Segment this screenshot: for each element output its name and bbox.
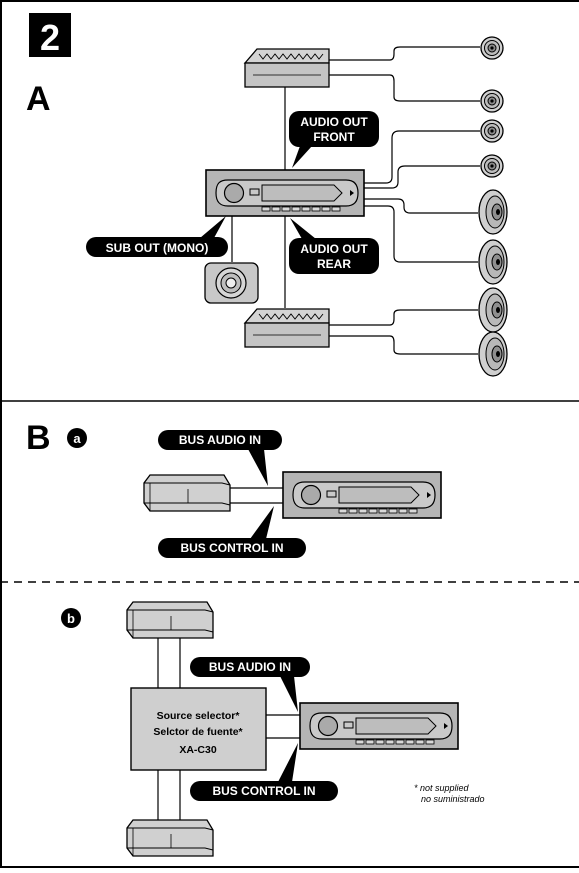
selector-line1: Source selector* [157,710,241,722]
tweeter-speaker-icon [480,154,504,178]
bus-control-in-label-b: BUS CONTROL IN [190,743,338,801]
selector-line2: Selctor de fuente* [153,726,243,738]
bus-audio-in-text-b: BUS AUDIO IN [209,660,291,674]
bus-audio-in-text-a: BUS AUDIO IN [179,433,261,447]
badge-a: a [67,428,87,448]
audio-out-rear-line1: AUDIO OUT [300,242,368,256]
car-stereo-unit-icon [282,471,442,519]
figure-number: 2 [40,17,60,58]
amplifier-icon [244,48,330,88]
badge-a-text: a [73,431,81,446]
figure-number-badge: 2 [29,13,71,58]
section-a-wires [231,46,480,355]
section-bb-wires [157,638,300,820]
car-stereo-unit-icon [205,169,365,217]
section-a-letter: A [26,80,51,118]
oval-speaker-icon [478,239,508,285]
audio-out-rear-label: AUDIO OUT REAR [289,218,379,274]
car-stereo-unit-icon [299,702,459,750]
bus-control-in-text-a: BUS CONTROL IN [180,541,283,555]
selector-line3: XA-C30 [179,744,217,756]
badge-b: b [61,608,81,628]
bus-audio-in-label-b: BUS AUDIO IN [190,657,310,712]
audio-out-front-line1: AUDIO OUT [300,115,368,129]
bus-audio-in-label-a: BUS AUDIO IN [158,430,282,486]
oval-speaker-icon [478,287,508,333]
subwoofer-icon [204,262,259,304]
cd-changer-icon [143,474,231,512]
badge-b-text: b [67,611,75,626]
audio-out-front-label: AUDIO OUT FRONT [289,111,379,168]
cd-changer-icon [126,819,214,857]
sub-out-text: SUB OUT (MONO) [106,241,209,255]
section-b-letter: B [26,419,51,457]
source-selector-box: Source selector* Selctor de fuente* XA-C… [130,687,267,771]
tweeter-speaker-icon [480,36,504,60]
oval-speaker-icon [478,331,508,377]
oval-speaker-icon [478,189,508,235]
audio-out-rear-line2: REAR [317,257,351,271]
bus-control-in-text-b: BUS CONTROL IN [212,784,315,798]
amplifier-icon [244,308,330,348]
audio-out-front-line2: FRONT [313,130,355,144]
tweeter-speaker-icon [480,119,504,143]
bus-control-in-label-a: BUS CONTROL IN [158,506,306,558]
footnote-line1: * not supplied [414,783,470,793]
section-ba-wires [230,487,283,504]
footnote-line2: no suministrado [421,794,485,804]
cd-changer-icon [126,601,214,639]
footnote: * not supplied no suministrado [414,783,485,804]
tweeter-speaker-icon [480,89,504,113]
sub-out-label: SUB OUT (MONO) [86,216,228,257]
